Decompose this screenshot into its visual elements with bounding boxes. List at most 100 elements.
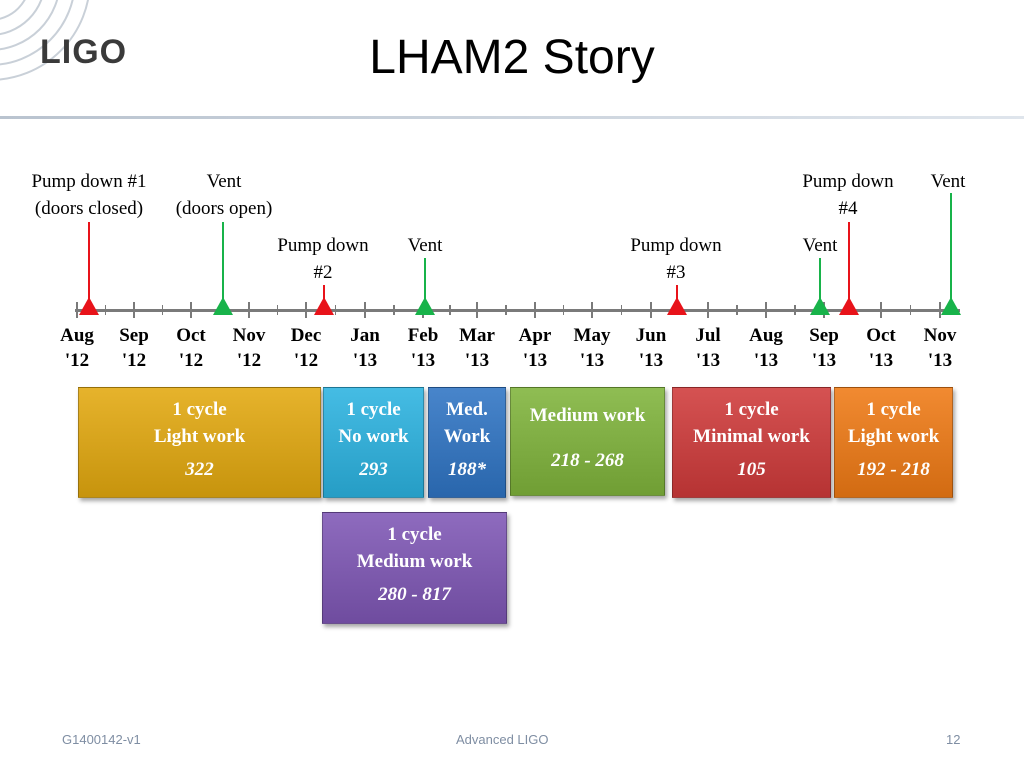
vent-triangle-icon bbox=[941, 297, 961, 315]
slide-title: LHAM2 Story bbox=[0, 30, 1024, 85]
month-label: Aug'12 bbox=[49, 323, 105, 373]
month-name: Mar bbox=[459, 325, 495, 346]
event-line-vent-2 bbox=[424, 258, 426, 302]
ligo-logo: LIGO bbox=[0, 0, 190, 116]
minor-tick bbox=[562, 305, 564, 315]
pump-down-triangle-icon bbox=[667, 297, 687, 315]
event-line-pump-down-1 bbox=[88, 222, 90, 302]
minor-tick bbox=[104, 305, 106, 315]
event-line-vent-1 bbox=[222, 222, 224, 302]
month-year: '13 bbox=[753, 350, 779, 371]
month-tick bbox=[76, 302, 78, 318]
month-name: Feb bbox=[407, 325, 439, 346]
event-label-line: Vent bbox=[206, 171, 242, 192]
event-label-pump-down-1: Pump down #1(doors closed) bbox=[31, 168, 146, 222]
month-label: Nov'13 bbox=[912, 323, 968, 373]
vent-triangle-icon bbox=[213, 297, 233, 315]
month-year: '12 bbox=[236, 350, 262, 371]
month-label: Sep'13 bbox=[796, 323, 852, 373]
event-line-vent-4 bbox=[950, 193, 952, 302]
header-divider bbox=[0, 116, 1024, 119]
phase-title-line: 1 cycle bbox=[346, 399, 401, 420]
month-label: Oct '13 bbox=[853, 323, 909, 373]
month-name: Aug bbox=[749, 325, 783, 346]
month-year: '12 bbox=[293, 350, 319, 371]
slide-header bbox=[0, 0, 1024, 118]
event-label-line: Pump down bbox=[277, 235, 369, 256]
month-label: Feb '13 bbox=[395, 323, 451, 373]
phase-value: 218 - 268 bbox=[551, 450, 624, 471]
footer-title: Advanced LIGO bbox=[456, 732, 549, 747]
minor-tick bbox=[620, 305, 622, 315]
phase-box-phase-4: Medium work 218 - 268 bbox=[510, 387, 665, 496]
month-tick bbox=[650, 302, 652, 318]
event-label-line: #3 bbox=[666, 262, 686, 283]
event-label-vent-4: Vent bbox=[931, 168, 966, 195]
minor-tick bbox=[449, 305, 451, 315]
month-year: '13 bbox=[352, 350, 378, 371]
phase-title-line: Light work bbox=[153, 426, 246, 447]
month-label: Dec '12 bbox=[278, 323, 334, 373]
event-label-line: #2 bbox=[313, 262, 333, 283]
event-label-line: Vent bbox=[802, 235, 838, 256]
phase-title-line: Med. bbox=[446, 399, 488, 420]
month-name: Oct bbox=[176, 325, 206, 346]
event-label-line: Pump down bbox=[802, 171, 894, 192]
event-line-pump-down-3 bbox=[676, 285, 678, 302]
month-year: '13 bbox=[579, 350, 605, 371]
event-label-pump-down-4: Pump down #4 bbox=[802, 168, 893, 222]
event-label-line: Vent bbox=[407, 235, 443, 256]
month-tick bbox=[364, 302, 366, 318]
month-year: '13 bbox=[410, 350, 436, 371]
event-label-line: Vent bbox=[930, 171, 966, 192]
pump-down-triangle-icon bbox=[839, 297, 859, 315]
month-tick bbox=[133, 302, 135, 318]
month-name: May bbox=[573, 325, 611, 346]
event-label-pump-down-2: Pump down #2 bbox=[277, 232, 368, 286]
month-name: Oct bbox=[866, 325, 896, 346]
month-tick bbox=[939, 302, 941, 318]
event-label-line: Pump down bbox=[630, 235, 722, 256]
month-name: Nov bbox=[923, 325, 957, 346]
minor-tick bbox=[505, 305, 507, 315]
month-tick bbox=[707, 302, 709, 318]
phase-title-line: Medium work bbox=[356, 551, 473, 572]
phase-title-line: 1 cycle bbox=[387, 524, 442, 545]
event-line-pump-down-4 bbox=[848, 222, 850, 302]
event-line-pump-down-2 bbox=[323, 285, 325, 302]
phase-value: 280 - 817 bbox=[378, 584, 451, 605]
vent-triangle-icon bbox=[415, 297, 435, 315]
month-tick bbox=[476, 302, 478, 318]
month-label: Apr'13 bbox=[507, 323, 563, 373]
pump-down-triangle-icon bbox=[314, 297, 334, 315]
month-tick bbox=[190, 302, 192, 318]
month-year: '13 bbox=[638, 350, 664, 371]
month-label: Jul'13 bbox=[680, 323, 736, 373]
phase-title-line: Medium work bbox=[529, 405, 646, 426]
month-year: '13 bbox=[868, 350, 894, 371]
month-tick bbox=[880, 302, 882, 318]
month-label: May '13 bbox=[564, 323, 620, 373]
month-name: Dec bbox=[290, 325, 322, 346]
pump-down-triangle-icon bbox=[79, 297, 99, 315]
event-label-line: #4 bbox=[838, 198, 858, 219]
month-name: Jan bbox=[350, 325, 380, 346]
month-label: Oct'12 bbox=[163, 323, 219, 373]
month-label: Mar'13 bbox=[449, 323, 505, 373]
phase-title-line: 1 cycle bbox=[172, 399, 227, 420]
timeline-axis bbox=[75, 309, 960, 312]
month-name: Jul bbox=[695, 325, 721, 346]
month-year: '12 bbox=[64, 350, 90, 371]
month-tick bbox=[591, 302, 593, 318]
month-name: Sep bbox=[809, 325, 839, 346]
event-label-line: (doors open) bbox=[175, 198, 273, 219]
minor-tick bbox=[334, 305, 336, 315]
event-label-pump-down-3: Pump down #3 bbox=[630, 232, 721, 286]
phase-title-line: Minimal work bbox=[693, 426, 810, 447]
month-name: Sep bbox=[119, 325, 149, 346]
phase-value: 192 - 218 bbox=[857, 459, 930, 480]
event-label-vent-1: Vent (doors open) bbox=[176, 168, 273, 222]
